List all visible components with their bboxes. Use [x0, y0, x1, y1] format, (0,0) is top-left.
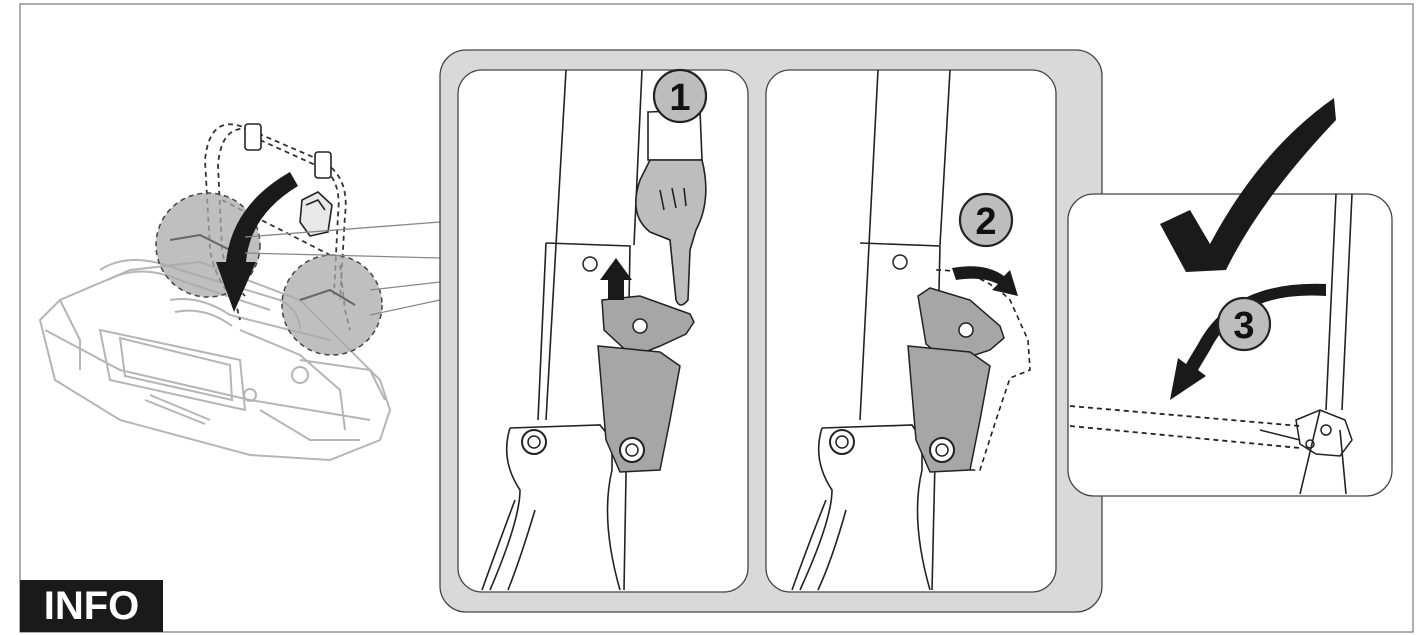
step-number-2: 2 — [975, 201, 996, 243]
step-number-3: 3 — [1233, 305, 1254, 347]
step-number-1: 1 — [669, 77, 690, 119]
info-badge: INFO — [20, 580, 163, 632]
step-2-panel: 2 — [766, 70, 1056, 592]
step-1-panel: 1 — [458, 70, 748, 592]
